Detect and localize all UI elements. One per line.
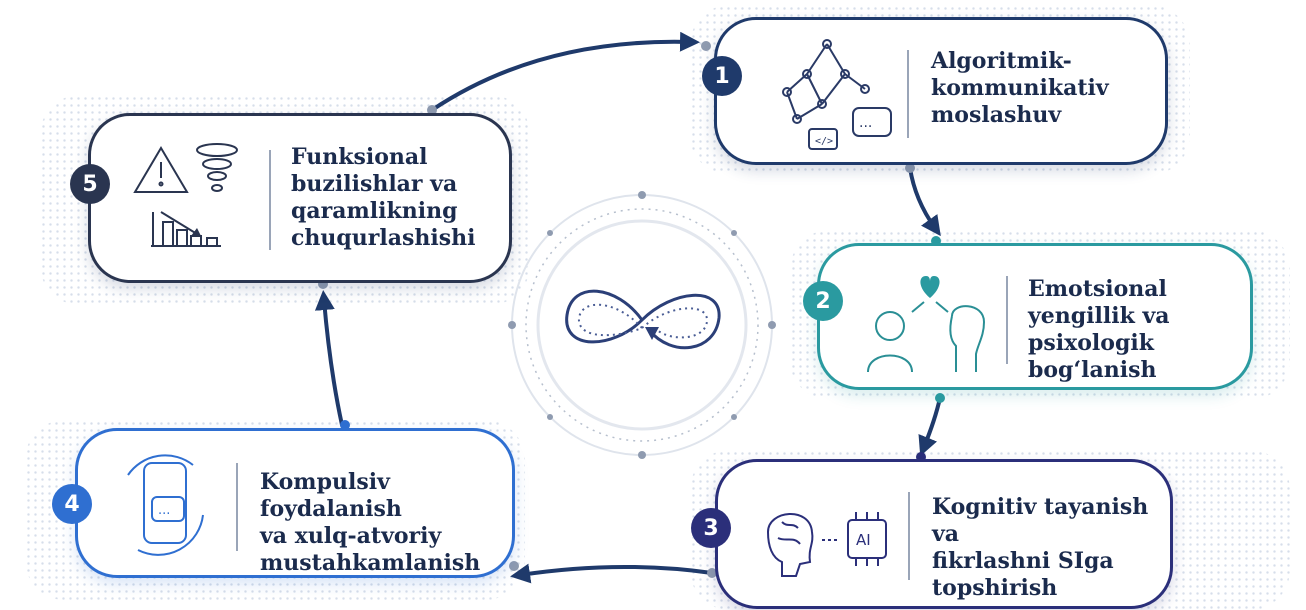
brain-ai-chip-icon: AI [766,512,887,577]
arrow-2-to-3 [918,396,942,457]
human-ai-heart-icon [867,276,986,373]
divider [236,463,238,551]
warning-decline-icon [133,143,238,247]
divider [907,50,909,138]
divider [269,150,271,250]
step-badge-2: 2 [803,281,843,321]
svg-text:AI: AI [856,531,871,549]
arrow-3-to-4 [510,563,714,584]
arrow-5-to-1 [430,31,700,112]
step-badge-5: 5 [70,164,110,204]
step-badge-4: 4 [52,484,92,524]
svg-text:...: ... [859,115,872,131]
step-badge-3: 3 [691,508,731,548]
step-badge-1: 1 [702,56,742,96]
divider [908,492,910,580]
network-chat-icon: </> ... [782,39,892,150]
divider [1006,276,1008,364]
infinity-loop-icon [508,191,776,459]
phone-chat-icon: ... [127,454,204,556]
arrow-1-to-2 [908,166,941,237]
svg-text:</>: </> [815,136,833,147]
svg-text:...: ... [158,503,170,518]
arrow-4-to-5 [314,290,344,427]
